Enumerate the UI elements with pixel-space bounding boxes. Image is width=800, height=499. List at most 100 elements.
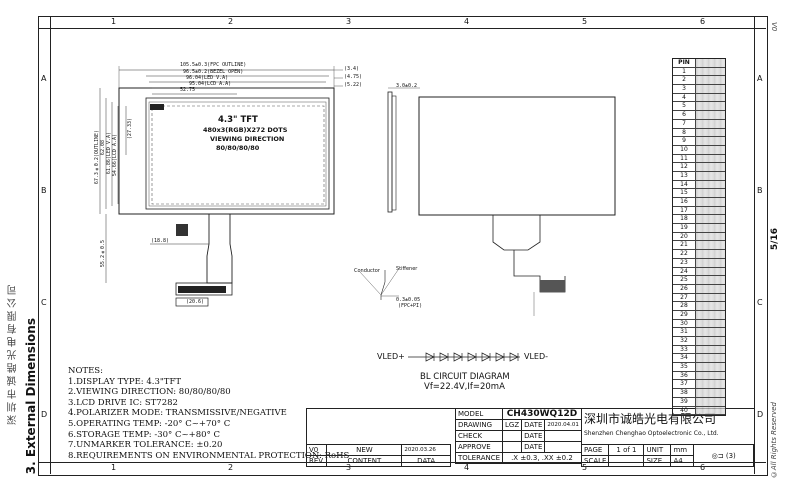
pin-symbol-blurred <box>696 241 725 250</box>
pin-row: 15 <box>673 189 725 198</box>
pin-symbol-blurred <box>696 163 725 171</box>
pin-row: 4 <box>673 93 725 103</box>
pin-number: 12 <box>673 163 696 171</box>
pin-symbol-blurred <box>696 302 725 310</box>
pin-symbol-blurred <box>696 310 725 319</box>
pin-number: 1 <box>673 67 696 76</box>
note-item: 4.POLARIZER MODE: TRANSMISSIVE/NEGATIVE <box>68 408 287 419</box>
pin-symbol-blurred <box>696 85 725 93</box>
pin-symbol-blurred <box>696 180 725 189</box>
pin-number: 7 <box>673 119 696 128</box>
projection-symbol: ◎⊐ (3) <box>693 444 754 467</box>
row-zone-right <box>754 16 767 474</box>
pin-symbol-blurred <box>696 267 725 276</box>
row-letter: D <box>41 410 48 419</box>
tolerance-label: TOLERANCE <box>454 452 504 464</box>
note-item: 5.OPERATING TEMP: -20° C~+70° C <box>68 418 231 429</box>
unit-label: UNIT <box>643 444 672 456</box>
col-num: 6 <box>700 463 706 472</box>
col-num: 4 <box>464 17 470 26</box>
revision-table: V0 NEW 2020.03.26 REV. CONTENT DATA <box>305 444 451 467</box>
pin-number: 40 <box>673 406 696 415</box>
note-item: 7.UNMARKER TOLERANCE: ±0.20 <box>68 440 223 451</box>
pin-number: 17 <box>673 206 696 215</box>
bl-circuit-spec: Vf=22.4V,If=20mA <box>424 382 505 392</box>
column-zone-top <box>38 16 766 29</box>
pin-header: PIN <box>673 59 696 67</box>
pin-row: 8 <box>673 128 725 138</box>
rev-header: REV. <box>305 455 328 467</box>
pin-symbol-blurred <box>696 59 725 67</box>
pin-symbol-blurred <box>696 406 725 415</box>
projection-label: (3) <box>725 451 736 460</box>
col-num: 2 <box>228 17 234 26</box>
model-label: MODEL <box>454 408 504 420</box>
pin-number: 24 <box>673 267 696 276</box>
row-letter: D <box>757 410 764 419</box>
fpc-note-label: (FPC+PI) <box>398 303 423 309</box>
dim-led-va: 96.04(LED V.A) <box>186 75 229 81</box>
pin-number: 22 <box>673 250 696 258</box>
pin-number: 8 <box>673 128 696 137</box>
pin-row: 14 <box>673 180 725 190</box>
notes-block: NOTES: 1.DISPLAY TYPE: 4.3"TFT 2.VIEWING… <box>68 366 349 461</box>
sheet-info-table: PAGE 1 of 1 UNIT mm ◎⊐ (3) SCALE SIZE A4 <box>580 444 754 467</box>
pin-symbol-blurred <box>696 258 725 267</box>
pin-row: 6 <box>673 111 725 120</box>
approve-value <box>502 441 523 453</box>
tolerance-value: .X ±0.3, .XX ±0.2 <box>502 452 582 464</box>
scale-label: SCALE <box>580 455 610 467</box>
dim-left-outline: 67.3±0.2(OUTLINE) <box>94 130 100 185</box>
pin-row: 2 <box>673 76 725 86</box>
approval-table: MODEL CH430WQ12D DRAWING LGZ DATE 2020.0… <box>454 408 582 464</box>
pin-symbol-blurred <box>696 76 725 85</box>
rev-date-cell: 2020.03.26 <box>401 444 451 456</box>
dim-fpc-length: 55.2±0.5 <box>100 240 106 268</box>
pin-symbol-blurred <box>696 102 725 111</box>
pin-symbol-blurred <box>696 145 725 154</box>
pin-symbol-blurred <box>696 380 725 389</box>
note-item: 2.VIEWING DIRECTION: 80/80/80/80 <box>68 387 231 398</box>
unit-value: mm <box>670 444 695 456</box>
pin-number: 11 <box>673 154 696 163</box>
pin-number: 14 <box>673 180 696 189</box>
page-value: 1 of 1 <box>608 444 645 456</box>
pin-row: 20 <box>673 232 725 242</box>
date-header: DATA <box>401 455 451 467</box>
pin-row: 17 <box>673 206 725 216</box>
pin-number: 26 <box>673 284 696 293</box>
pin-symbol-blurred <box>696 250 725 258</box>
drawing-value: LGZ <box>502 419 523 431</box>
pin-row: 1 <box>673 67 725 77</box>
rev-content-cell: NEW <box>326 444 403 456</box>
note-item: 1.DISPLAY TYPE: 4.3"TFT <box>68 376 182 387</box>
pin-row: 40 <box>673 406 725 416</box>
pin-number: 23 <box>673 258 696 267</box>
drawing-frame <box>38 16 768 476</box>
pin-number: 34 <box>673 354 696 363</box>
vled-plus-label: VLED+ <box>377 352 405 361</box>
pin-symbol-blurred <box>696 111 725 119</box>
pin-number: 36 <box>673 371 696 380</box>
note-item: 8.REQUIREMENTS ON ENVIRONMENTAL PROTECTI… <box>68 450 350 461</box>
dim-left-half: (27.33) <box>127 118 133 140</box>
pin-number: 4 <box>673 93 696 102</box>
pin-row: 25 <box>673 276 725 285</box>
pin-row: 10 <box>673 145 725 155</box>
dim-left-lcd: 54.66(LCD A.A) <box>112 134 118 177</box>
pin-symbol-blurred <box>696 337 725 345</box>
bl-circuit-title: BL CIRCUIT DIAGRAM <box>420 372 510 382</box>
pin-row: 33 <box>673 345 725 355</box>
pin-row: 11 <box>673 154 725 164</box>
viewing-direction-label: VIEWING DIRECTION <box>210 135 285 143</box>
pin-number: 13 <box>673 171 696 180</box>
pin-row: 31 <box>673 328 725 337</box>
pin-number: 29 <box>673 310 696 319</box>
pin-row: 21 <box>673 241 725 251</box>
row-zone-left <box>38 16 51 474</box>
pin-number: 32 <box>673 337 696 345</box>
pin-symbol-blurred <box>696 354 725 363</box>
pin-number: 21 <box>673 241 696 250</box>
pin-symbol-blurred <box>696 154 725 163</box>
